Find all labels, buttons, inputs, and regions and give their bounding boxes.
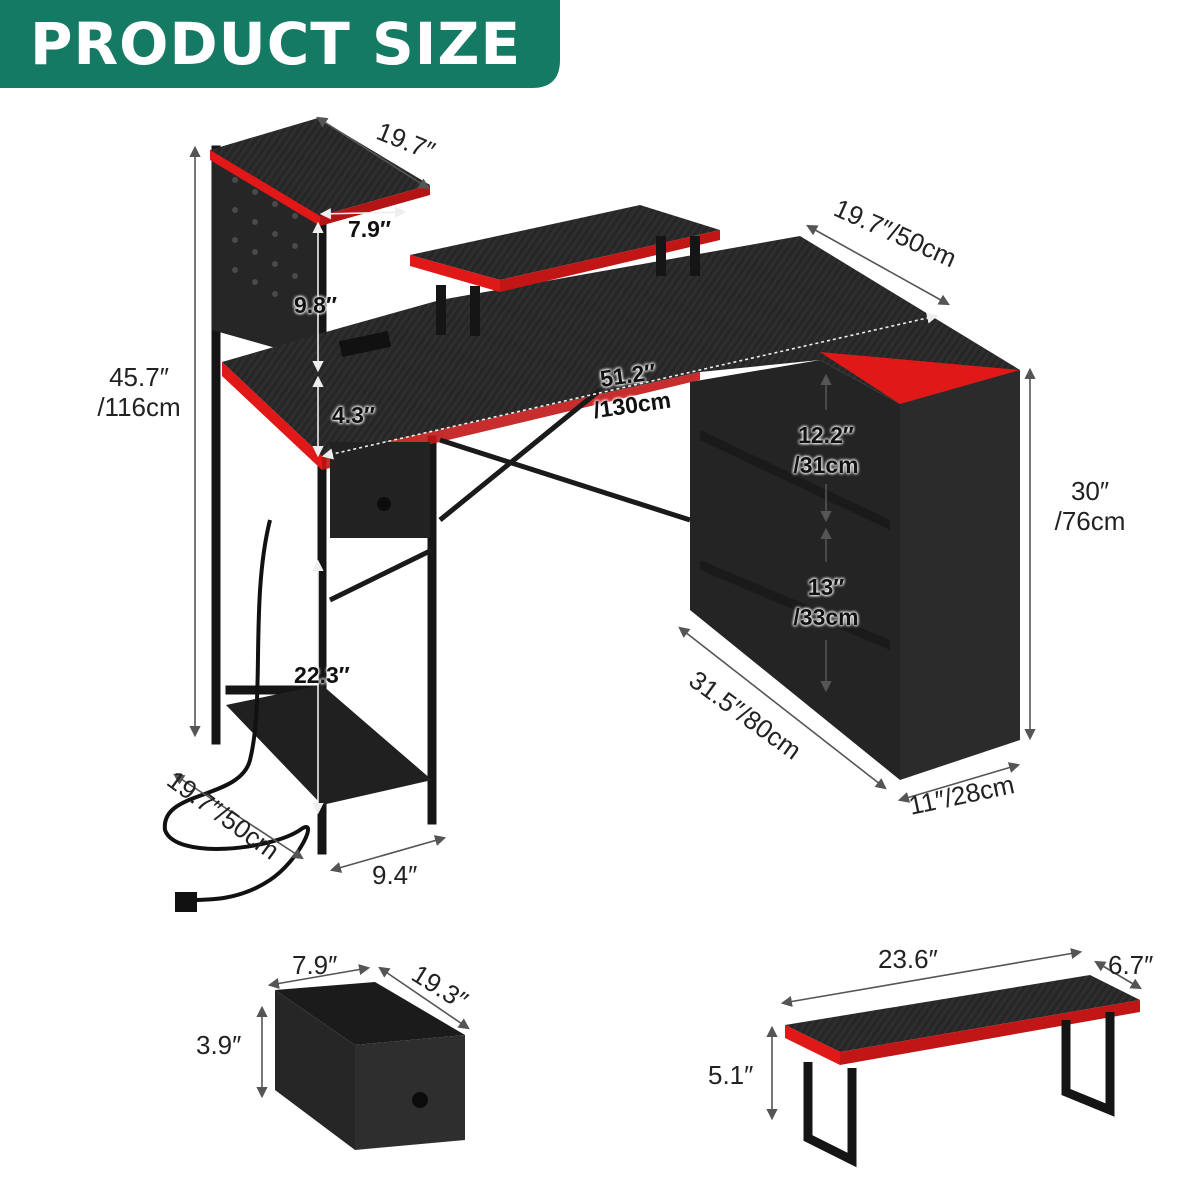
title-banner <box>0 0 560 88</box>
label-desk-height: 30″ /76cm <box>1040 476 1140 536</box>
label-cabinet-lower: 13″ /33cm <box>780 572 872 632</box>
label-total-height-in: 45.7″ <box>109 362 169 392</box>
label-cabinet-upper-cm: /31cm <box>793 452 859 478</box>
label-total-height: 45.7″ /116cm <box>84 362 194 422</box>
label-drawer-width: 7.9″ <box>292 950 338 980</box>
desk-drawer <box>330 442 430 538</box>
label-cabinet-upper-in: 12.2″ <box>798 422 854 448</box>
label-desk-height-in: 30″ <box>1070 476 1110 506</box>
desk-riser <box>410 205 720 336</box>
label-desk-height-cm: /76cm <box>1054 506 1126 536</box>
label-stand-length: 23.6″ <box>878 944 938 974</box>
power-plug <box>175 892 197 912</box>
stand-dimension-lines <box>766 947 1142 1121</box>
label-leg-clearance: 22.3″ <box>294 662 350 688</box>
label-left-width: 9.4″ <box>372 860 418 890</box>
label-drawer-height: 3.9″ <box>196 1030 242 1060</box>
label-shelf-width: 7.9″ <box>348 216 391 242</box>
bottom-shelf <box>226 685 432 805</box>
label-cabinet-lower-cm: /33cm <box>793 604 859 630</box>
banner-title: PRODUCT SIZE <box>30 10 522 78</box>
inner-dimension-lines <box>312 206 939 815</box>
drawer-dimension-lines <box>256 964 470 1099</box>
label-stand-depth: 6.7″ <box>1108 950 1154 980</box>
label-cabinet-lower-in: 13″ <box>807 574 845 600</box>
label-cabinet-upper: 12.2″ /31cm <box>780 420 872 480</box>
dimension-lines <box>173 116 1036 873</box>
label-stand-height: 5.1″ <box>708 1060 754 1090</box>
monitor-stand-illustration <box>785 975 1140 1168</box>
label-top-to-shelf: 4.3″ <box>332 402 375 428</box>
label-total-height-cm: /116cm <box>97 392 181 422</box>
label-shelf-gap: 9.8″ <box>294 292 337 318</box>
